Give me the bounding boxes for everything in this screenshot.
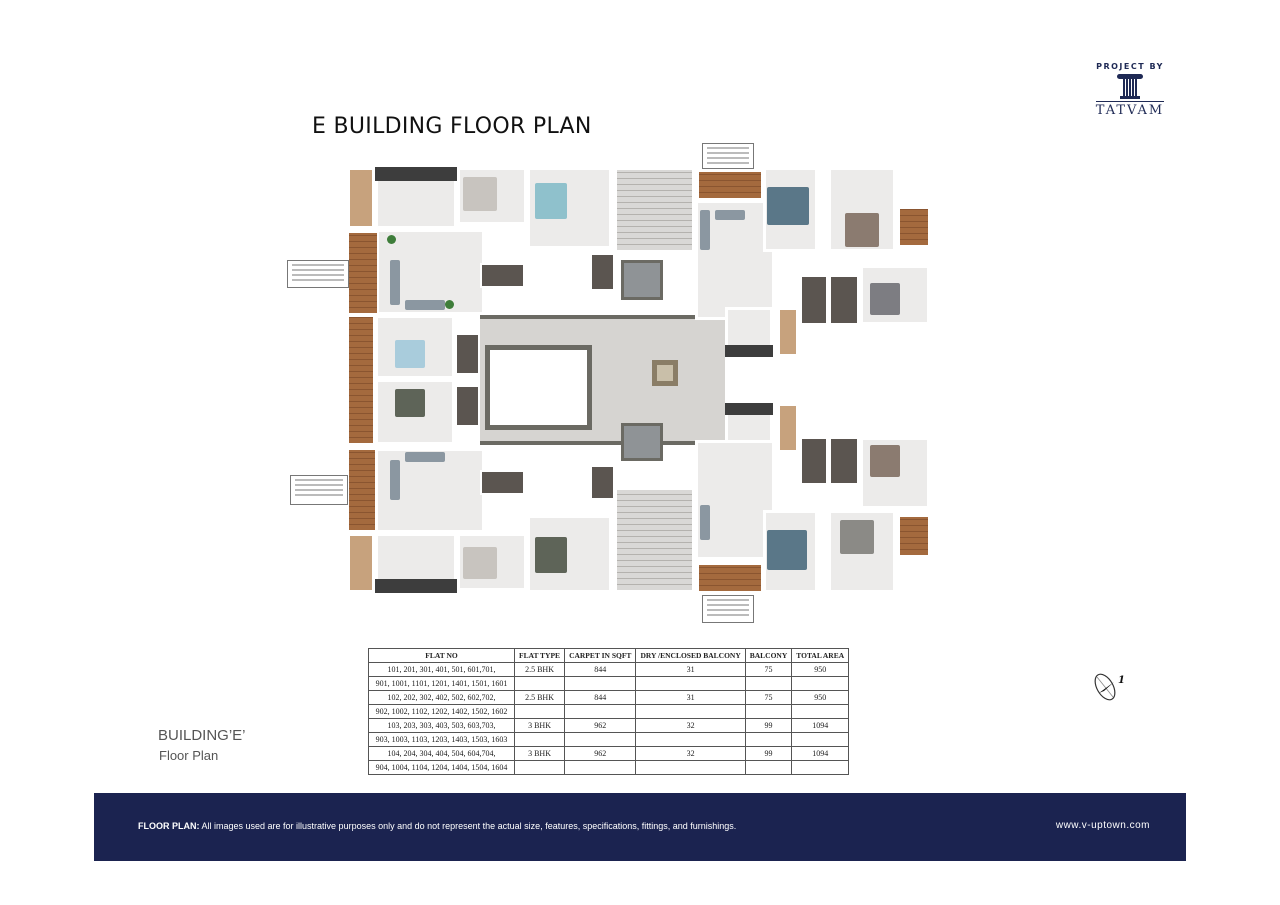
balcony: 75 [744, 690, 793, 705]
balcony-deck [697, 170, 763, 200]
col-balcony: BALCONY [744, 648, 793, 663]
disclaimer-text: All images used are for illustrative pur… [199, 821, 737, 831]
toilet [480, 470, 525, 495]
disclaimer-label: FLOOR PLAN: [138, 821, 200, 831]
balcony-deck [347, 315, 375, 445]
balcony: 99 [744, 718, 793, 733]
dry-balcony: 31 [635, 690, 746, 705]
total-area: 1094 [791, 746, 850, 761]
flat-area-table: FLAT NO FLAT TYPE CARPET IN SQFT DRY /EN… [368, 648, 850, 775]
balcony: 99 [744, 746, 793, 761]
balcony: 75 [744, 662, 793, 677]
open-shaft [485, 345, 592, 430]
building-subtitle: Floor Plan [159, 748, 219, 763]
flat-no: 101, 201, 301, 401, 501, 601,701, [368, 662, 515, 677]
logo-brand: TATVAM [1095, 101, 1165, 118]
compass-label: 1 [1118, 675, 1125, 686]
balcony-deck [347, 231, 379, 315]
table-row: 104, 204, 304, 404, 504, 604,704, 3 BHK … [368, 746, 850, 761]
flat-tag-box [702, 595, 754, 623]
tatvam-logo: PROJECT BY TATVAM [1088, 62, 1172, 119]
floor-plan-illustration [287, 143, 935, 623]
total-area: 950 [791, 662, 850, 677]
utility [777, 307, 799, 357]
dry-balcony: 32 [635, 718, 746, 733]
balcony-deck [898, 515, 930, 557]
flat-type: 2.5 BHK [513, 662, 566, 677]
flat-no: 903, 1003, 1103, 1203, 1403, 1503, 1603 [368, 732, 515, 747]
flat-no: 904, 1004, 1104, 1204, 1404, 1504, 1604 [368, 760, 515, 775]
table-row: 902, 1002, 1102, 1202, 1402, 1502, 1602 [368, 704, 850, 719]
flat-type: 2.5 BHK [513, 690, 566, 705]
col-flat-type: FLAT TYPE [513, 648, 566, 663]
table-row: 901, 1001, 1101, 1201, 1401, 1501, 1601 [368, 676, 850, 691]
north-arrow-icon: 1 [1092, 668, 1125, 704]
flat-no: 102, 202, 302, 402, 502, 602,702, [368, 690, 515, 705]
flat-tag-box [702, 143, 754, 169]
carpet-area: 962 [564, 718, 637, 733]
flat-no: 901, 1001, 1101, 1201, 1401, 1501, 1601 [368, 676, 515, 691]
living [695, 440, 775, 560]
flat-tag-box [287, 260, 349, 288]
toilet [590, 253, 615, 291]
toilet [590, 465, 615, 500]
logo-tagline: PROJECT BY [1096, 62, 1164, 71]
table-row: 904, 1004, 1104, 1204, 1404, 1504, 1604 [368, 760, 850, 775]
flat-no: 104, 204, 304, 404, 504, 604,704, [368, 746, 515, 761]
building-name: BUILDING’E’ [158, 727, 246, 744]
table-row: 903, 1003, 1103, 1203, 1403, 1503, 1603 [368, 732, 850, 747]
flat-no: 902, 1002, 1102, 1202, 1402, 1502, 1602 [368, 704, 515, 719]
toilet [829, 275, 859, 325]
balcony-deck [697, 563, 763, 593]
col-dry-balcony: DRY /ENCLOSED BALCONY [635, 648, 746, 663]
carpet-area: 844 [564, 690, 637, 705]
lift-top [621, 260, 663, 300]
table-row: 102, 202, 302, 402, 502, 602,702, 2.5 BH… [368, 690, 850, 705]
staircase-bottom [617, 490, 692, 590]
table-header-row: FLAT NO FLAT TYPE CARPET IN SQFT DRY /EN… [368, 648, 850, 663]
lift-bottom [621, 423, 663, 461]
balcony-deck [898, 207, 930, 247]
staircase-top [617, 170, 692, 250]
flat-type: 3 BHK [513, 718, 566, 733]
table-row: 103, 203, 303, 403, 503, 603,703, 3 BHK … [368, 718, 850, 733]
carpet-area: 844 [564, 662, 637, 677]
flat-no: 103, 203, 303, 403, 503, 603,703, [368, 718, 515, 733]
website-link[interactable]: www.v-uptown.com [1055, 820, 1150, 831]
page-title: E BUILDING FLOOR PLAN [312, 114, 592, 139]
toilet [480, 263, 525, 288]
utility [777, 403, 799, 453]
toilet [455, 385, 480, 427]
pillar-icon [1115, 74, 1145, 100]
utility [347, 533, 375, 593]
dry-balcony: 32 [635, 746, 746, 761]
carpet-area: 962 [564, 746, 637, 761]
disclaimer: FLOOR PLAN: All images used are for illu… [138, 821, 736, 831]
col-total-area: TOTAL AREA [791, 648, 850, 663]
toilet [829, 437, 859, 485]
toilet [800, 275, 828, 325]
flat-tag-box [290, 475, 348, 505]
utility [347, 167, 375, 229]
toilet [800, 437, 828, 485]
table-row: 101, 201, 301, 401, 501, 601,701, 2.5 BH… [368, 662, 850, 677]
toilet [455, 333, 480, 375]
col-carpet: CARPET IN SQFT [564, 648, 637, 663]
col-flat-no: FLAT NO [368, 648, 515, 663]
flat-type: 3 BHK [513, 746, 566, 761]
total-area: 1094 [791, 718, 850, 733]
total-area: 950 [791, 690, 850, 705]
footer-banner: FLOOR PLAN: All images used are for illu… [94, 793, 1186, 861]
dry-balcony: 31 [635, 662, 746, 677]
